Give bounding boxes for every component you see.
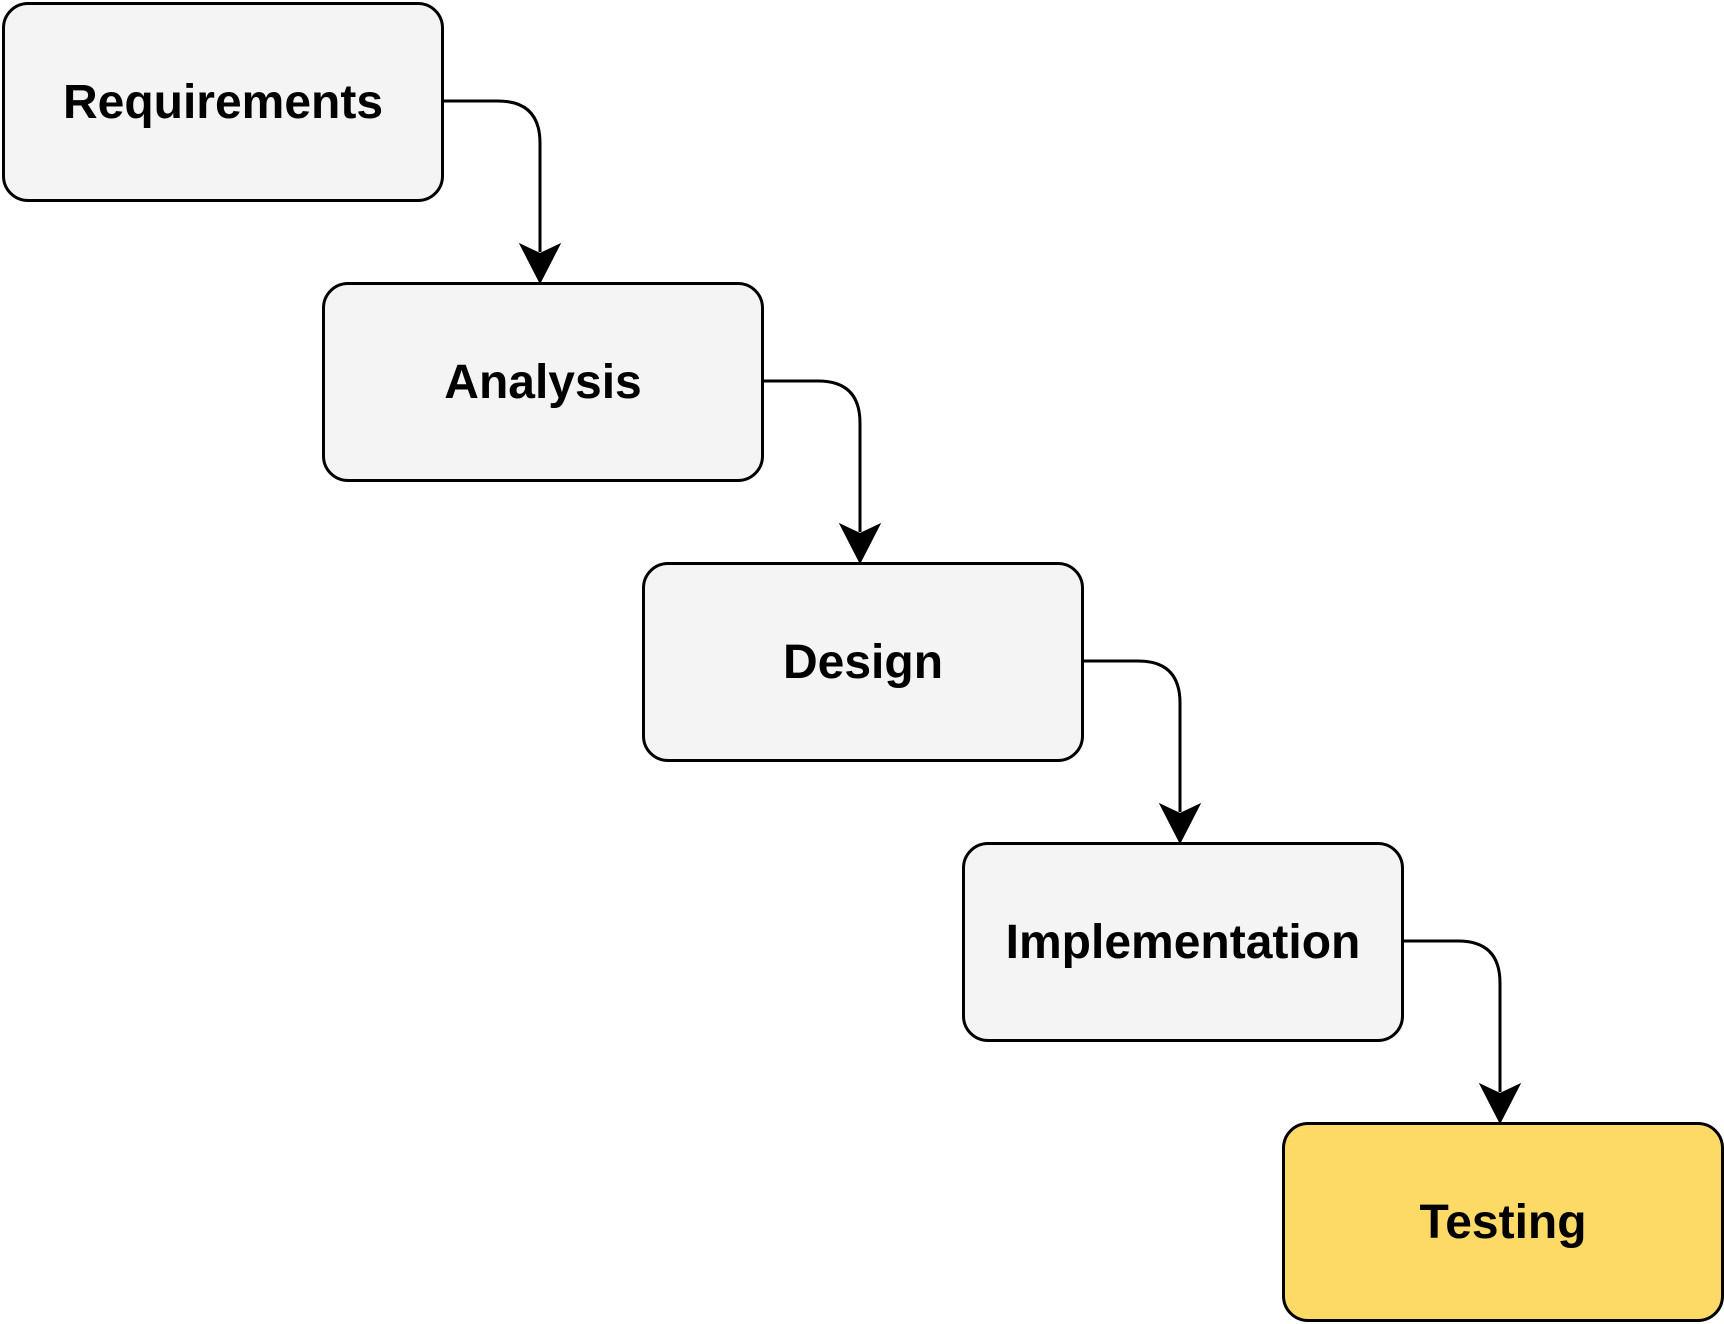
step-label-requirements: Requirements xyxy=(62,75,384,129)
step-box-design: Design xyxy=(642,562,1084,762)
connector-2 xyxy=(1084,659,1202,845)
step-label-implementation: Implementation xyxy=(1005,915,1361,969)
step-label-analysis: Analysis xyxy=(444,355,642,409)
step-box-requirements: Requirements xyxy=(2,2,444,202)
connector-0 xyxy=(444,99,562,285)
connector-0-arrowhead xyxy=(518,242,562,285)
step-box-implementation: Implementation xyxy=(962,842,1404,1042)
step-label-testing: Testing xyxy=(1419,1195,1587,1249)
step-label-design: Design xyxy=(782,635,944,689)
connector-2-arrowhead xyxy=(1158,802,1202,845)
connector-2-line xyxy=(1084,659,1182,812)
step-box-testing: Testing xyxy=(1282,1122,1724,1322)
connector-3-line xyxy=(1404,939,1502,1092)
connector-1-line xyxy=(764,379,862,532)
connector-3-arrowhead xyxy=(1478,1082,1522,1125)
connector-0-line xyxy=(444,99,542,252)
connector-3 xyxy=(1404,939,1522,1125)
step-box-analysis: Analysis xyxy=(322,282,764,482)
connector-1 xyxy=(764,379,882,565)
connector-1-arrowhead xyxy=(838,522,882,565)
